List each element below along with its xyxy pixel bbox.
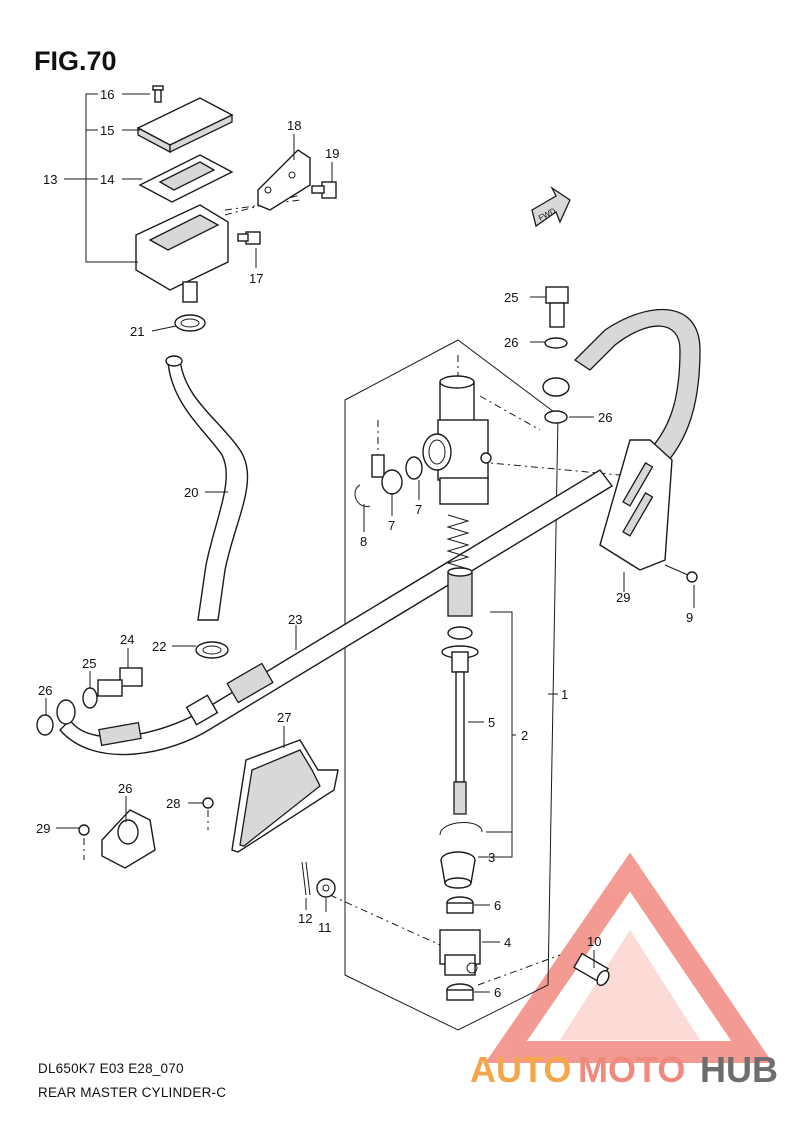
- reservoir-cap-assembly: [135, 85, 234, 303]
- callout-24: 23: [288, 612, 302, 627]
- clamp-27: [78, 797, 214, 869]
- screw-10: [664, 564, 698, 583]
- callout-29-b: 29: [36, 821, 50, 836]
- callout-6-lower: 6: [494, 985, 501, 1000]
- forward-direction-marker: FWD: [531, 186, 571, 228]
- callout-2: 2: [521, 728, 528, 743]
- callout-12: 11: [318, 920, 332, 935]
- screw-18: [237, 231, 261, 245]
- callout-22: 21: [130, 324, 144, 339]
- callout-6-upper: 6: [494, 898, 501, 913]
- bracket-19: [257, 149, 337, 211]
- watermark-brand-auto: AUTO: [470, 1049, 571, 1090]
- washer-12: [316, 878, 336, 898]
- callout-26-d: 26: [598, 410, 612, 425]
- callout-7: 7: [388, 518, 395, 533]
- callout-27: 26: [118, 781, 132, 796]
- callout-25-right: 25: [504, 290, 518, 305]
- clevis-pin: [573, 952, 610, 987]
- watermark-brand-moto: MOTO: [578, 1049, 685, 1090]
- circlip-2: [439, 822, 483, 836]
- boot-3: [440, 851, 476, 889]
- callout-8: 7: [415, 502, 422, 517]
- diagram-code: DL650K7 E03 E28_070: [38, 1061, 184, 1076]
- watermark-brand-hub: HUB: [700, 1049, 778, 1090]
- assembly-box: [344, 339, 559, 1031]
- callout-18: 17: [249, 271, 263, 286]
- callout-14: 13: [43, 172, 57, 187]
- nut-lower: [446, 983, 474, 1001]
- callout-26-c: 26: [504, 335, 518, 350]
- watermark-brand: AUTO MOTO HUB: [470, 1049, 778, 1090]
- callout-23: 22: [152, 639, 166, 654]
- piston-spring: [446, 514, 470, 576]
- callout-30: 29: [616, 590, 630, 605]
- callout-1: 1: [561, 687, 568, 702]
- callout-20: 19: [325, 146, 339, 161]
- callout-15: 14: [100, 172, 114, 187]
- callout-9: 8: [360, 534, 367, 549]
- hose-clamp-23: [195, 641, 229, 659]
- callout-3: 3: [488, 850, 495, 865]
- reservoir-hose: [167, 359, 249, 621]
- callout-5: 5: [488, 715, 495, 730]
- hose-clamp-22: [174, 314, 206, 332]
- callout-29-a: 28: [166, 796, 180, 811]
- union-bolt-right: [542, 286, 570, 424]
- callout-13: 12: [298, 911, 312, 926]
- callout-25-left: 24: [120, 632, 134, 647]
- callout-28: 27: [277, 710, 291, 725]
- push-rod: [441, 626, 479, 815]
- callout-11: 10: [587, 934, 601, 949]
- callout-17: 16: [100, 87, 114, 102]
- cotter-pin: [301, 861, 311, 896]
- diagram-name: REAR MASTER CYLINDER-C: [38, 1085, 227, 1100]
- nut-upper: [446, 896, 474, 914]
- callout-4: 4: [504, 935, 511, 950]
- master-cylinder-body: [422, 375, 492, 505]
- callout-26-a: 25: [82, 656, 96, 671]
- callout-10: 9: [686, 610, 693, 625]
- brake-hose: [59, 469, 614, 756]
- callout-16: 15: [100, 123, 114, 138]
- callout-19: 18: [287, 118, 301, 133]
- inlet-fitting: [354, 454, 423, 507]
- figure-title: FIG.70: [34, 46, 117, 76]
- callout-21: 20: [184, 485, 198, 500]
- union-bolt-left: [36, 667, 143, 736]
- watermark-logo: [485, 852, 773, 1063]
- leader-lines: [45, 93, 695, 993]
- callout-labels: 16 15 14 13 18 19 17 21 20 22 23 24 25 2…: [36, 87, 693, 1000]
- hose-guard: [599, 439, 673, 571]
- clevis-4: [439, 929, 481, 976]
- callout-26-b: 26: [38, 683, 52, 698]
- piston: [447, 567, 473, 617]
